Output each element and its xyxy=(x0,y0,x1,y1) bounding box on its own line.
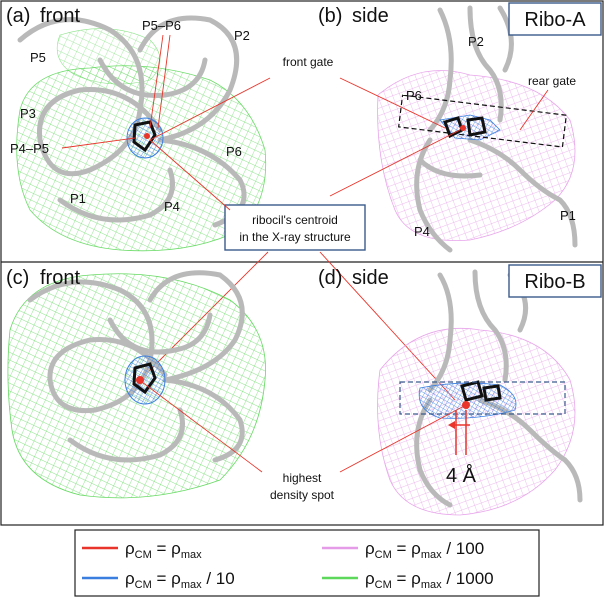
pink-density-mesh-d xyxy=(377,327,576,516)
highest-line-2: density spot xyxy=(270,488,335,502)
tag-ribo-a-box xyxy=(508,2,602,36)
centroid-line-2: in the X-ray structure xyxy=(239,230,351,244)
tag-ribo-a: Ribo-A xyxy=(524,9,586,31)
legend-text-red: ρCM = ρmax xyxy=(125,539,202,561)
front-gate-label: front gate xyxy=(283,55,334,69)
centroid-callout-box xyxy=(224,204,366,251)
centroid-line-1: ribocil's centroid xyxy=(252,213,338,227)
legend-text-blue: ρCM = ρmax / 10 xyxy=(125,569,235,591)
panel-b-letter: (b) xyxy=(318,5,342,27)
panel-d: 4 Å (d) side Ribo-B xyxy=(318,264,602,516)
panel-d-letter: (d) xyxy=(318,267,342,289)
label-p4-p5: P4–P5 xyxy=(10,141,49,156)
legend-entry-blue: ρCM = ρmax / 10 xyxy=(82,569,235,591)
legend-frame xyxy=(74,529,540,597)
label-p2-a: P2 xyxy=(234,28,250,43)
panel-b-view: side xyxy=(352,5,389,27)
pointer-lines-a xyxy=(61,34,271,149)
legend-text-pink: ρCM = ρmax / 100 xyxy=(365,539,484,561)
ligand-c xyxy=(124,355,166,405)
label-p1-a: P1 xyxy=(70,191,86,206)
ligand-a xyxy=(126,117,164,159)
figure-frame xyxy=(0,0,604,526)
distance-label: 4 Å xyxy=(446,464,477,487)
highest-pointer-lines xyxy=(141,381,467,473)
panel-b: (b) side Ribo-A P2 P6 P4 P1 rear gate xyxy=(318,2,602,253)
panel-c-letter: (c) xyxy=(6,267,29,289)
highest-line-1: highest xyxy=(283,471,322,485)
panel-c: (c) front xyxy=(6,267,266,499)
rear-gate-label: rear gate xyxy=(528,74,576,88)
rna-backbone-a xyxy=(17,15,247,228)
legend-entry-red: ρCM = ρmax xyxy=(82,539,202,561)
legend: ρCM = ρmax ρCM = ρmax / 100 ρCM = ρmax /… xyxy=(74,529,540,597)
rna-backbone-b xyxy=(414,5,578,253)
legend-entry-pink: ρCM = ρmax / 100 xyxy=(322,539,484,561)
label-p6-b: P6 xyxy=(406,88,422,103)
panel-c-view: front xyxy=(40,267,80,289)
panel-a-letter: (a) xyxy=(6,5,30,27)
pointer-lines-b xyxy=(329,77,549,197)
ribocil-box-b xyxy=(397,94,567,148)
label-p4-b: P4 xyxy=(414,224,430,239)
label-p5-p6: P5–P6 xyxy=(142,18,181,33)
label-p6-a: P6 xyxy=(226,144,242,159)
rna-backbone-c xyxy=(27,270,245,463)
label-p5: P5 xyxy=(30,50,46,65)
ligand-d xyxy=(418,380,517,419)
ribocil-box-d xyxy=(399,381,566,415)
tag-ribo-b: Ribo-B xyxy=(524,271,585,293)
distance-arrow xyxy=(448,410,470,455)
panel-a: (a) front P5 P5–P6 P2 P3 P4–P5 P6 P4 P1 xyxy=(6,5,271,252)
panel-d-view: side xyxy=(352,267,389,289)
label-p1-b: P1 xyxy=(560,208,576,223)
label-p2-b: P2 xyxy=(468,34,484,49)
legend-text-green: ρCM = ρmax / 1000 xyxy=(365,569,494,591)
tag-ribo-b-box xyxy=(508,264,602,298)
label-p3: P3 xyxy=(20,106,36,121)
panel-a-view: front xyxy=(40,5,80,27)
label-p4-a: P4 xyxy=(164,199,180,214)
legend-entry-green: ρCM = ρmax / 1000 xyxy=(322,569,494,591)
